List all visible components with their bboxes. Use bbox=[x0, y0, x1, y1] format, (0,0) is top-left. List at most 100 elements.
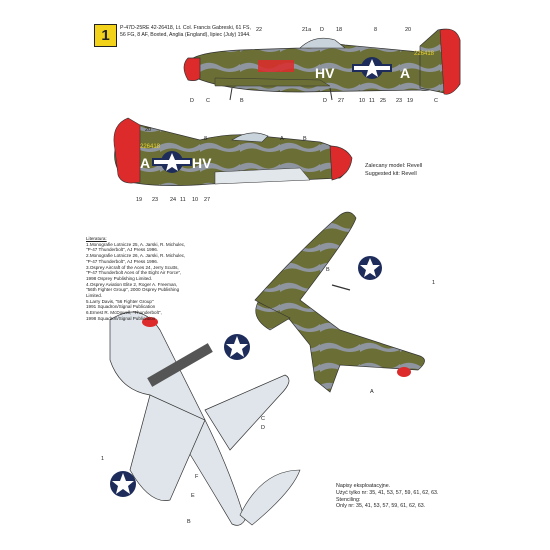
invasion-stripes bbox=[147, 343, 213, 387]
star-right bbox=[162, 153, 182, 171]
callout-plan: D bbox=[261, 425, 265, 431]
callout-plan: E bbox=[191, 493, 195, 499]
callout-plan: C bbox=[261, 416, 265, 422]
callout-top: 11 bbox=[369, 98, 375, 104]
callout-top: B bbox=[240, 98, 244, 104]
literature-item: "P-47 Thunderbolt", AJ Press 1996. bbox=[86, 258, 159, 264]
callout-top: 18 bbox=[336, 27, 343, 33]
callout-top: D bbox=[190, 98, 194, 104]
right-side-profile: A HV 226418 bbox=[113, 117, 353, 186]
wing-root-left bbox=[214, 77, 331, 87]
callout-side: 20 bbox=[145, 127, 152, 133]
callout-side: 11 bbox=[180, 197, 186, 203]
literature-item: "P-47 Thunderbolt Aces of the Eight Air … bbox=[86, 270, 182, 276]
callout-top: C bbox=[434, 98, 438, 104]
code-letters-right: HV bbox=[192, 155, 212, 171]
callout-top: 27 bbox=[338, 98, 345, 104]
canopy-right bbox=[231, 132, 269, 143]
lower-wing-star-left bbox=[112, 473, 134, 494]
kit-note-line: Zalecany model: Revell bbox=[365, 163, 423, 169]
red-nose-lower bbox=[142, 317, 158, 327]
lower-wing-right bbox=[204, 374, 290, 451]
serial-right: 226418 bbox=[140, 144, 161, 150]
literature-item: "56th Fighter Group", 2000 Osprey Publis… bbox=[86, 287, 180, 293]
callout-top: 20 bbox=[405, 27, 412, 33]
canopy-left bbox=[299, 37, 346, 49]
sheet-number-badge: 1 bbox=[94, 24, 117, 47]
callout-side: 19 bbox=[136, 197, 143, 203]
callout-plan: B bbox=[326, 267, 330, 273]
stencil-line: Napisy eksploatacyjne. bbox=[336, 483, 391, 489]
callout-top: 22 bbox=[256, 27, 263, 33]
landing-gear-right bbox=[329, 87, 333, 101]
upper-plan-view bbox=[254, 211, 425, 393]
star-left bbox=[362, 59, 382, 77]
code-letters-left: HV bbox=[315, 65, 335, 81]
literature-item: 5.Larry Davis, "56 Fighter Group" bbox=[86, 298, 154, 304]
callout-side: 23 bbox=[152, 197, 159, 203]
suggested-kit-note: Zalecany model: Revell Suggested kit: Re… bbox=[365, 163, 422, 178]
callout-plan: 1 bbox=[101, 456, 105, 462]
cockpit-spine bbox=[331, 284, 351, 291]
callout-top: 21a bbox=[302, 27, 312, 33]
code-letter-a-left: A bbox=[400, 65, 410, 81]
red-nose-upper bbox=[397, 367, 411, 377]
red-rudder-left bbox=[439, 28, 461, 95]
literature-item: 1998 Osprey Publishing Limited. bbox=[86, 275, 153, 281]
callout-top: 23 bbox=[396, 98, 403, 104]
callout-side: A bbox=[280, 136, 284, 142]
callout-top: 8 bbox=[374, 27, 378, 33]
stencil-line: Stenciling: bbox=[336, 496, 361, 503]
code-letter-a-right: A bbox=[140, 155, 150, 171]
callout-side: 27 bbox=[204, 197, 211, 203]
wing-underside-right bbox=[214, 167, 311, 185]
literature-item: 2.Monografie Lotnicze 26, A. Jarski, R. … bbox=[86, 253, 186, 259]
upper-tailplane bbox=[255, 301, 291, 331]
callout-plan: B bbox=[187, 519, 191, 525]
upper-wing-fuselage bbox=[254, 211, 425, 393]
lower-wing-star-right bbox=[226, 336, 248, 357]
callout-plan: A bbox=[370, 389, 374, 395]
left-side-profile: HV A 226418 bbox=[183, 28, 461, 101]
callout-top: D bbox=[323, 98, 327, 104]
literature-item: 4.Osprey Aviation Elite 2, Roger A. Free… bbox=[86, 281, 178, 287]
literature-item: Limited. bbox=[86, 293, 103, 299]
callout-side: B bbox=[303, 136, 307, 142]
callout-side: 8 bbox=[204, 136, 208, 142]
literature-item: "P-47 Thunderbolt", AJ Press 1996. bbox=[86, 247, 159, 253]
literature-item: 1998 Squadron/Signal Publication bbox=[86, 315, 156, 321]
stencil-line: Only nr: 35, 41, 53, 57, 59, 61, 62, 63. bbox=[336, 503, 426, 510]
caption-line: 56 FG, 8 AF, Boxted, Anglia (England), l… bbox=[120, 31, 251, 38]
stencil-line: Użyć tylko nr: 35, 41, 53, 57, 59, 61, 6… bbox=[336, 489, 439, 496]
kill-markings bbox=[258, 60, 294, 72]
red-cowling-right bbox=[329, 145, 353, 181]
literature-item: 6.Ernest R. McDowell, "Thunderbolt", bbox=[86, 310, 162, 316]
kit-note-line: Suggested kit: Revell bbox=[365, 170, 417, 177]
caption-line: P-47D-25RE 42-26418, Lt. Col. Francis Ga… bbox=[120, 25, 251, 31]
lower-plan-view bbox=[109, 311, 301, 526]
lower-tailplane bbox=[239, 469, 301, 526]
callout-side: 10 bbox=[192, 197, 199, 203]
upper-wing-star bbox=[360, 258, 380, 277]
callout-top: C bbox=[206, 98, 210, 104]
literature-title: Literatura: bbox=[86, 236, 107, 241]
red-rudder-right bbox=[113, 117, 141, 184]
callout-plan: 1 bbox=[432, 280, 436, 286]
literature-item: 1991 Squadron/Signal Publication bbox=[86, 304, 156, 310]
lower-wing-left bbox=[129, 394, 206, 501]
serial-left: 226418 bbox=[414, 51, 435, 57]
red-cowling-left bbox=[183, 57, 201, 82]
stenciling-note: Napisy eksploatacyjne. Użyć tylko nr: 35… bbox=[336, 483, 438, 510]
callout-side: 24 bbox=[170, 197, 177, 203]
aircraft-caption: P-47D-25RE 42-26418, Lt. Col. Francis Ga… bbox=[120, 25, 290, 38]
landing-gear-left bbox=[229, 87, 233, 101]
literature-item: 1.Monografie Lotnicze 25, A. Jarski, R. … bbox=[86, 241, 186, 247]
literature-list: Literatura: 1.Monografie Lotnicze 25, A.… bbox=[86, 236, 236, 322]
callout-top: 10 bbox=[359, 98, 366, 104]
callout-top: 25 bbox=[380, 98, 387, 104]
callout-top: 19 bbox=[407, 98, 414, 104]
callout-plan: F bbox=[195, 474, 199, 480]
callout-top: D bbox=[320, 27, 324, 33]
literature-item: 3.Osprey Aircraft of the Aces 24, Jerry … bbox=[86, 264, 179, 270]
